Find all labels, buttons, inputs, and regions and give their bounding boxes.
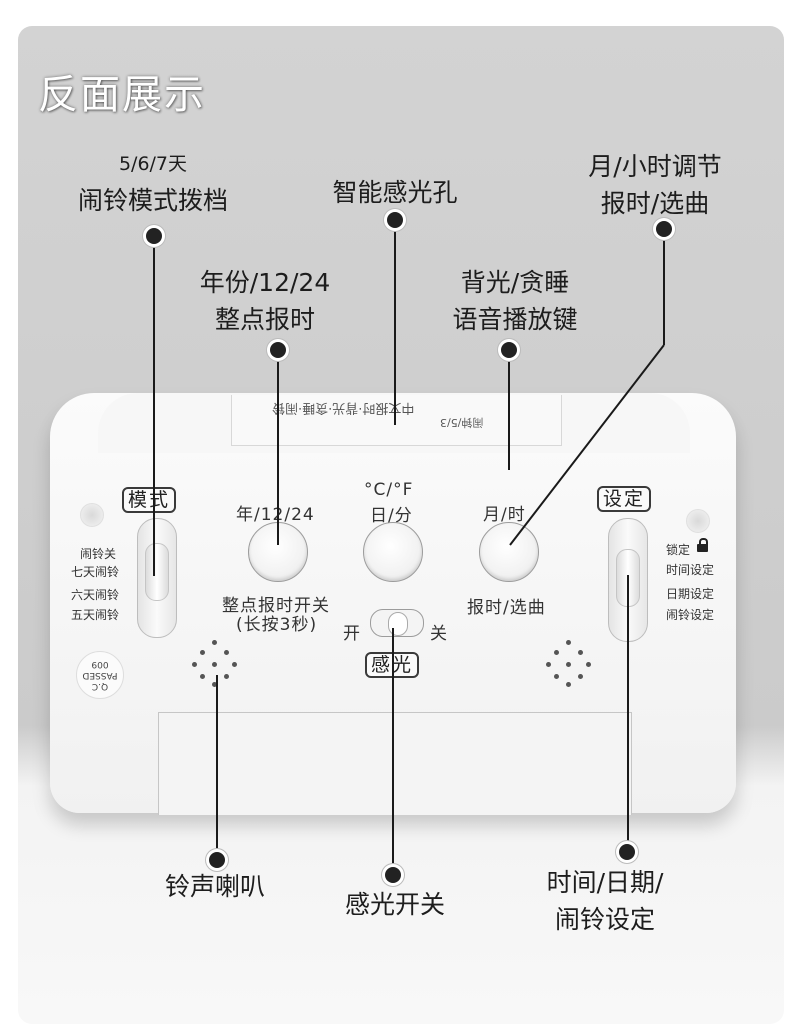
chime-label: 报时/选曲 [467, 598, 546, 618]
screen-plate [231, 395, 562, 446]
callout-backlight-line2: 语音播放键 [452, 305, 578, 334]
callout-sensor-switch: 感光开关 [300, 886, 490, 923]
mode-label: 模式 [122, 487, 177, 513]
btn-year-label: 年/12/24 [236, 505, 315, 525]
year-button[interactable] [248, 522, 308, 582]
screen-print: 中文报时·背光·贪睡·闹铃 [272, 400, 415, 415]
callout-set-line1: 时间/日期/ [546, 868, 664, 897]
speaker-grille-right [546, 640, 596, 687]
mode-option-off: 闹铃关 [80, 547, 117, 561]
callout-year-line2: 整点报时 [214, 305, 315, 334]
qc-line-1: Q.C [91, 681, 109, 692]
lock-icon [697, 538, 708, 552]
btn-center-label-2: 日/分 [370, 506, 413, 526]
callout-year-button: 年份/12/24 整点报时 [170, 264, 360, 338]
callout-speaker-line1: 铃声喇叭 [164, 872, 265, 901]
callout-speaker: 铃声喇叭 [130, 868, 300, 905]
callout-year-line1: 年份/12/24 [199, 268, 331, 297]
callout-backlight-line1: 背光/贪睡 [460, 268, 570, 297]
pointer-dot-year [270, 342, 286, 358]
kickstand [158, 712, 632, 815]
set-slider[interactable] [608, 518, 648, 642]
page-title: 反面展示 [38, 72, 206, 118]
sensor-toggle-knob[interactable] [388, 612, 408, 636]
toggle-on-label: 开 [343, 624, 361, 644]
callout-light-line1: 智能感光孔 [332, 178, 458, 207]
pointer-dot-sensor-switch [385, 867, 401, 883]
toggle-off-label: 关 [430, 624, 448, 644]
callout-mode-switch: 5/6/7天 闹铃模式拨档 [58, 147, 248, 221]
set-label: 设定 [597, 486, 652, 512]
callout-mode-line2: 闹铃模式拨档 [77, 186, 228, 215]
sensor-toggle[interactable] [370, 609, 424, 637]
pointer-dot-mode [146, 228, 162, 244]
qc-line-2: PASSED [82, 670, 118, 681]
pointer-dot-set [619, 844, 635, 860]
callout-set-switch: 时间/日期/ 闹铃设定 [510, 864, 700, 938]
qc-line-3: 009 [91, 659, 109, 670]
pointer-dot-month [656, 221, 672, 237]
callout-mode-line1: 5/6/7天 [118, 153, 188, 175]
btn-center-label-1: °C/°F [364, 480, 414, 500]
callout-month-line2: 报时/选曲 [600, 189, 710, 218]
hourly-switch-hint: (长按3秒) [236, 615, 318, 635]
pointer-dot-speaker [209, 852, 225, 868]
callout-sensor-line1: 感光开关 [344, 890, 445, 919]
wall-hole-left [80, 503, 104, 527]
hourly-switch-label: 整点报时开关 [222, 596, 330, 616]
wall-hole-right [686, 509, 710, 533]
mode-slider-knob[interactable] [145, 543, 169, 601]
set-option-alarm: 闹铃设定 [666, 608, 715, 622]
qc-sticker: Q.C PASSED 009 [76, 651, 124, 699]
callout-month-line1: 月/小时调节 [588, 152, 722, 181]
callout-set-line2: 闹铃设定 [554, 905, 655, 934]
pointer-dot-backlight [501, 342, 517, 358]
mode-option-7day: 七天闹铃 [71, 565, 120, 579]
temp-date-button[interactable] [363, 522, 423, 582]
speaker-grille-left [192, 640, 242, 687]
callout-backlight: 背光/贪睡 语音播放键 [420, 264, 610, 338]
set-option-time: 时间设定 [666, 563, 715, 577]
screen-print-2: 闹钟/5/3 [440, 416, 484, 429]
set-option-date: 日期设定 [666, 587, 715, 601]
callout-light-sensor: 智能感光孔 [300, 174, 490, 211]
set-option-lock: 锁定 [666, 543, 691, 557]
mode-option-5day: 五天闹铃 [71, 608, 120, 622]
mode-option-6day: 六天闹铃 [71, 588, 120, 602]
set-slider-knob[interactable] [616, 549, 640, 607]
month-hour-button[interactable] [479, 522, 539, 582]
pointer-dot-sensor-hole [387, 212, 403, 228]
mode-slider[interactable] [137, 518, 177, 638]
sensor-label: 感光 [365, 652, 420, 678]
callout-month-hour: 月/小时调节 报时/选曲 [560, 148, 750, 222]
